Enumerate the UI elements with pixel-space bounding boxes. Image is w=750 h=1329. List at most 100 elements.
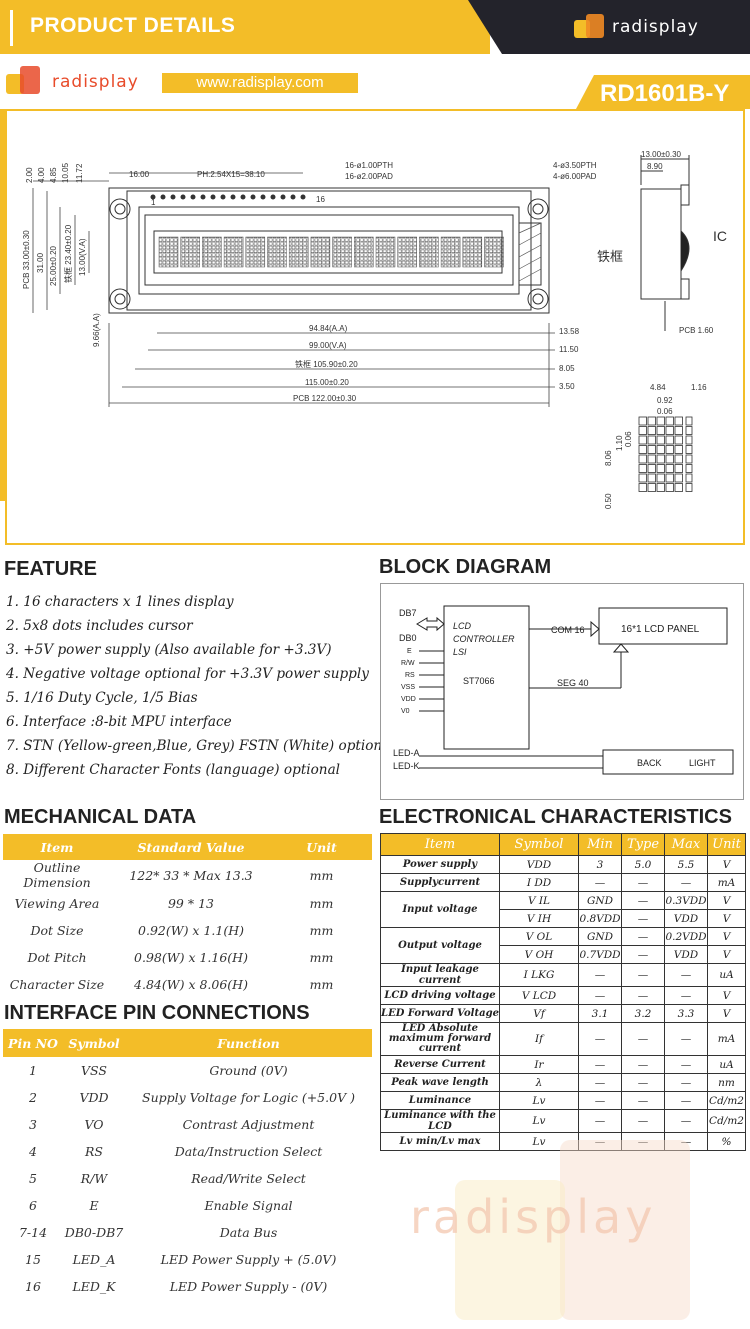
model-number: RD1601B-Y — [600, 80, 730, 107]
zoom-dot — [638, 473, 647, 483]
pin-header-function: Function — [125, 1029, 372, 1057]
elec-type: — — [621, 1073, 665, 1092]
side-pcb: PCB 1.60 — [679, 326, 714, 335]
zoom-dot — [665, 483, 674, 492]
mech-value: 122* 33 * Max 13.3 — [129, 867, 253, 883]
zoom-dot — [647, 416, 656, 426]
elec-unit: V — [707, 891, 746, 910]
side-dim-1: 13.00±0.30 — [641, 150, 682, 159]
mechanical-title: MECHANICAL DATA — [4, 806, 197, 828]
elec-header-type: Type — [621, 833, 665, 856]
hole-note-1: 16-ø1.00PTH — [345, 161, 393, 170]
hole-note-2: 16-ø2.00PAD — [345, 172, 393, 181]
elec-type: — — [621, 891, 665, 910]
elec-max: — — [664, 1073, 708, 1092]
elec-type: — — [621, 909, 665, 928]
mech-header-value: Standard Value — [111, 834, 271, 860]
zoom-dot — [674, 435, 683, 445]
mech-item: Viewing Area — [14, 896, 100, 911]
bd-pin-db0: DB0 — [399, 633, 417, 643]
elec-max: — — [664, 1109, 708, 1133]
elec-item: LED Absolute maximum forward current — [380, 1022, 500, 1056]
dim-pitch: PH:2.54X15=38.10 — [197, 170, 265, 179]
elec-min: — — [578, 1022, 622, 1056]
bd-ctrl-1: LCD — [453, 621, 472, 631]
dim-top-3: 10.05 — [61, 162, 70, 183]
block-diagram-title: BLOCK DIAGRAM — [379, 556, 552, 578]
zoom-dot — [665, 464, 674, 473]
elec-min: GND — [578, 891, 622, 910]
zoom-dot — [685, 483, 693, 492]
side-ic: IC — [713, 228, 727, 244]
header-accent-bar — [10, 10, 13, 46]
bd-com: COM 16 — [551, 625, 585, 635]
elec-max: — — [664, 1055, 708, 1074]
elec-item: Input leakage current — [380, 963, 500, 987]
electrical-title: ELECTRONICAL CHARACTERISTICS — [379, 806, 732, 828]
zoom-dot — [647, 445, 656, 454]
elec-symbol: If — [499, 1022, 579, 1056]
character-cell — [267, 236, 287, 268]
elec-type: — — [621, 1109, 665, 1133]
char-dim-2: 0.92 — [657, 396, 673, 405]
elec-unit: V — [707, 945, 746, 964]
dim-va-offset: 9.66(A.A) — [92, 313, 101, 347]
zoom-dot — [647, 426, 656, 435]
elec-item: Luminance with the LCD — [380, 1109, 500, 1133]
char-dim-4: 8.06 — [604, 450, 613, 466]
elec-symbol: V OL — [499, 927, 579, 946]
character-cell — [440, 236, 461, 268]
elec-symbol: V IH — [499, 909, 579, 928]
bd-led-k: LED-K — [393, 761, 420, 771]
zoom-dot — [656, 483, 665, 492]
website-link[interactable]: www.radisplay.com — [162, 73, 358, 93]
elec-min: — — [578, 1109, 622, 1133]
zoom-dot — [665, 445, 674, 454]
page-title: PRODUCT DETAILS — [30, 14, 236, 37]
zoom-dot — [674, 473, 683, 483]
dim-right-0: 13.58 — [559, 327, 580, 336]
bd-ctrl-2: CONTROLLER — [453, 634, 515, 644]
mechanical-drawing: 2.00 4.00 4.85 10.05 11.72 PCB 33.00±0.3… — [5, 109, 745, 545]
dim-bottom-1: 99.00(V.A) — [309, 341, 347, 350]
elec-max: — — [664, 1022, 708, 1056]
elec-min: — — [578, 1055, 622, 1074]
mech-unit: mm — [309, 923, 334, 938]
elec-unit: V — [707, 909, 746, 928]
watermark-text: radisplay — [410, 1190, 657, 1244]
elec-min: — — [578, 1073, 622, 1092]
elec-unit: % — [707, 1132, 746, 1151]
mech-unit: mm — [309, 977, 334, 992]
zoom-dot — [638, 426, 647, 435]
zoom-dot — [647, 435, 656, 445]
feature-item: 5. 1/16 Duty Cycle, 1/5 Bias — [6, 690, 198, 706]
zoom-dot — [656, 464, 665, 473]
elec-min: — — [578, 1091, 622, 1110]
elec-max: 5.5 — [664, 855, 708, 874]
elec-type: — — [621, 1022, 665, 1056]
bd-light: LIGHT — [689, 758, 716, 768]
zoom-dot — [656, 435, 665, 445]
elec-item: Input voltage — [380, 891, 500, 928]
pin16-label: 16 — [316, 195, 325, 204]
elec-max: — — [664, 1132, 708, 1151]
mech-item: Character Size — [9, 977, 105, 992]
character-zoom — [638, 416, 693, 492]
brand-logo-icon — [574, 14, 604, 38]
elec-symbol: I DD — [499, 873, 579, 892]
zoom-dot — [647, 454, 656, 464]
elec-symbol: Lv — [499, 1091, 579, 1110]
elec-item: LCD driving voltage — [380, 986, 500, 1005]
zoom-dot — [674, 483, 683, 492]
dim-left-3: 铁框 23.40±0.20 — [63, 224, 73, 283]
bd-ctrl-3: LSI — [453, 647, 467, 657]
character-cell — [310, 236, 331, 268]
